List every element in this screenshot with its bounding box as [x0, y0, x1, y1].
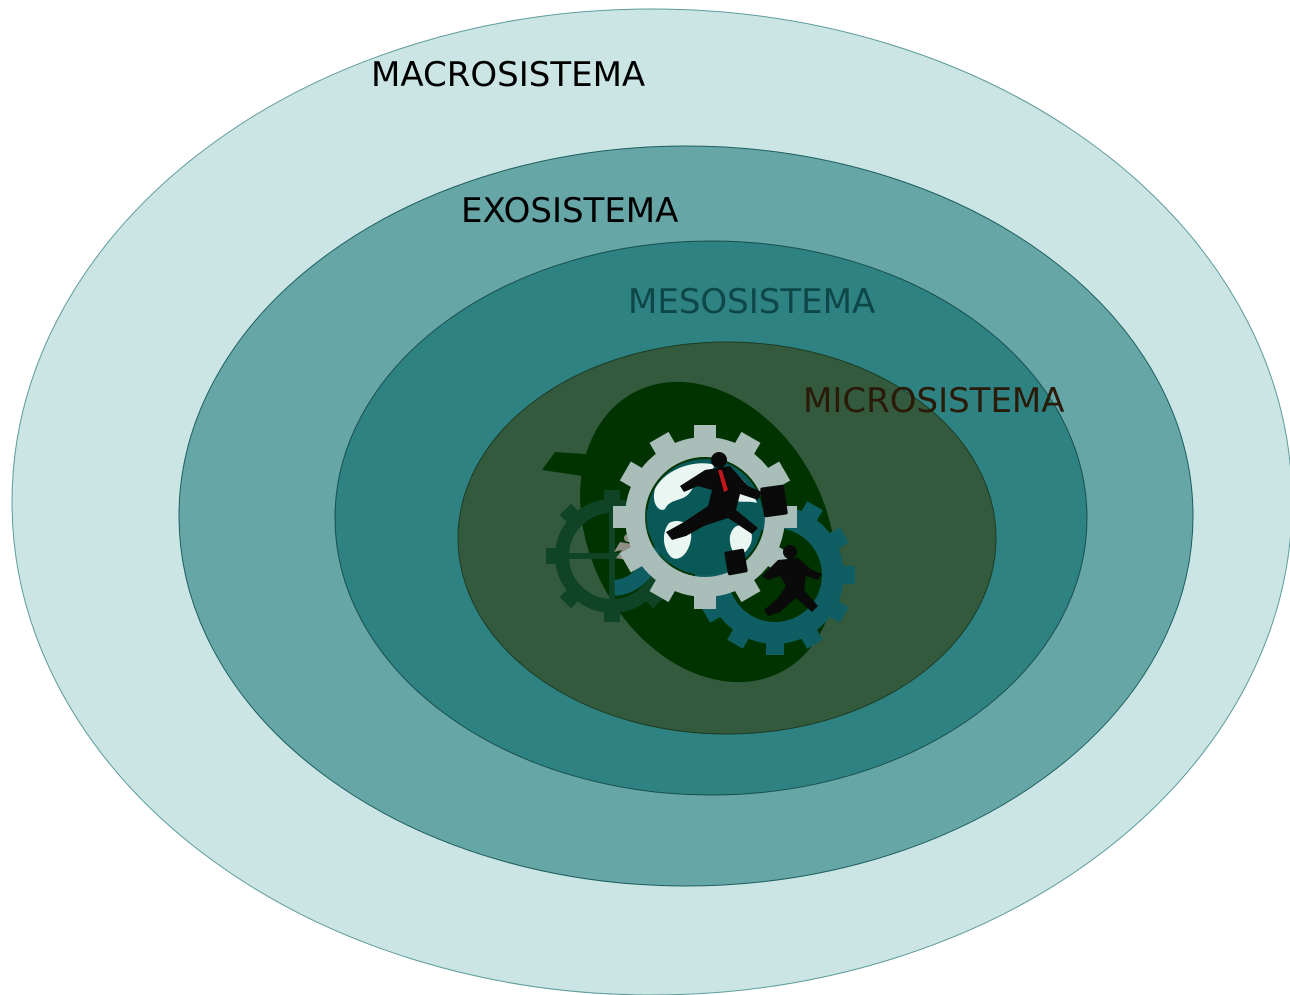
macrosistema-label: MACROSISTEMA: [371, 55, 645, 95]
exosistema-label: EXOSISTEMA: [461, 191, 678, 231]
microsistema-label: MICROSISTEMA: [803, 381, 1065, 421]
mesosistema-label: MESOSISTEMA: [628, 282, 875, 322]
